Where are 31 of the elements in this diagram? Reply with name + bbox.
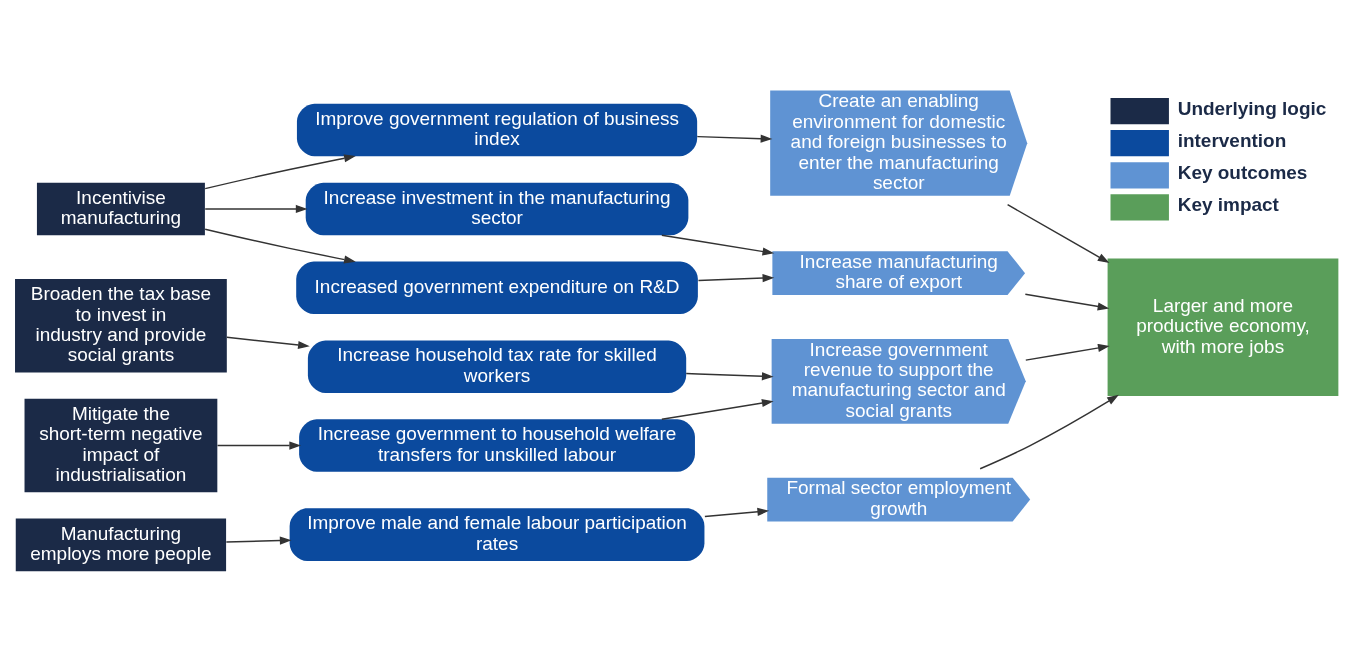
node-box: Larger and more productive economy, with more jobs xyxy=(1107,258,1339,396)
node-box: Mitigate the short-term negative impact of industrialisation xyxy=(24,398,218,493)
arrow xyxy=(685,372,774,381)
arrow xyxy=(661,399,774,420)
arrow xyxy=(226,336,310,350)
node-box: Incentivise manufacturing xyxy=(36,182,205,236)
arrow xyxy=(704,507,770,518)
legend-label: intervention xyxy=(1177,129,1287,151)
arrow xyxy=(697,274,775,283)
arrow xyxy=(204,154,356,190)
arrow xyxy=(1006,204,1110,264)
arrow xyxy=(979,394,1119,470)
arrow xyxy=(696,134,773,143)
node-box: Improve government regulation of business index xyxy=(296,103,698,157)
node-box: Manufacturing employs more people xyxy=(15,518,227,572)
arrow xyxy=(1025,343,1110,361)
node-box: Increase investment in the manufacturing sector xyxy=(305,182,689,236)
arrow xyxy=(661,234,775,256)
node-box: Increased government expenditure on R&D xyxy=(296,261,698,315)
legend-label: Key impact xyxy=(1177,193,1279,215)
arrow xyxy=(204,228,356,264)
arrow xyxy=(204,204,308,213)
arrow xyxy=(1024,293,1110,311)
legend-label: Underlying logic xyxy=(1177,97,1327,119)
arrow xyxy=(225,536,292,545)
node-box: Improve male and female labour participation rates xyxy=(289,508,705,561)
node-box: Broaden the tax base to invest in industry and provide social grants xyxy=(15,279,227,373)
node-box: Increase government to household welfare transfers for unskilled labour xyxy=(299,419,695,472)
legend-label: Key outcomes xyxy=(1177,161,1308,183)
node-box: Increase household tax rate for skilled workers xyxy=(307,340,687,393)
arrow xyxy=(216,441,302,450)
